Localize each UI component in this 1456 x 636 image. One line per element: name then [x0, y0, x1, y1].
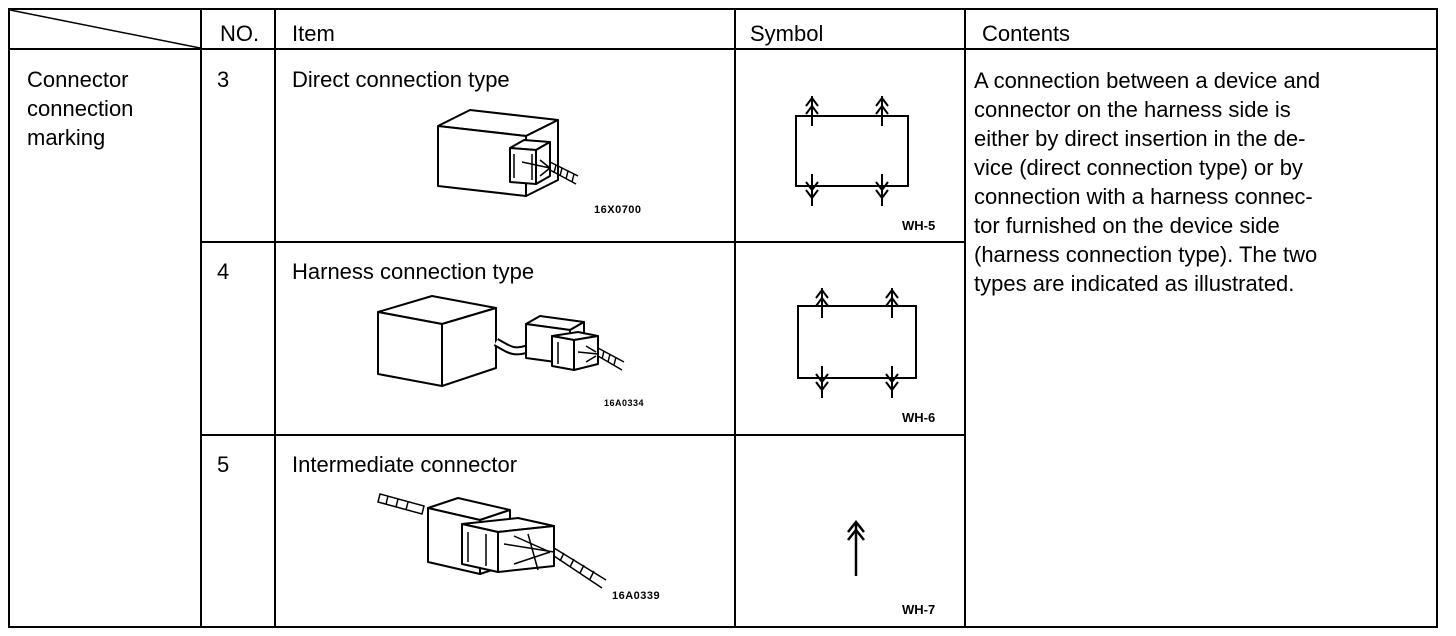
- harness-connection-symbol-icon: [797, 288, 917, 398]
- header-contents: Contents: [982, 21, 1071, 46]
- direct-connection-illustration: [437, 109, 579, 197]
- harness-connection-illustration: [377, 295, 625, 387]
- row-no: 4: [217, 259, 230, 284]
- header-bottom-rule: [8, 48, 1438, 50]
- symbol-code: WH-5: [902, 218, 936, 233]
- figure-code: 16A0334: [604, 398, 645, 408]
- contents-description: A connection between a device and connec…: [974, 68, 1321, 296]
- row-no: 5: [217, 452, 230, 477]
- figure-code: 16A0339: [612, 590, 661, 602]
- header-no: NO.: [220, 21, 260, 46]
- table-border-left: [8, 8, 10, 628]
- col-divider-symbol: [964, 8, 966, 628]
- table-border-right: [1436, 8, 1438, 628]
- col-divider-item: [734, 8, 736, 628]
- row-no: 3: [217, 67, 230, 92]
- symbol-code: WH-7: [902, 602, 936, 617]
- row-item: Harness connection type: [292, 259, 535, 284]
- connector-marking-table: NO. Item Symbol Contents Connector conne…: [8, 8, 1438, 628]
- header-symbol: Symbol: [750, 21, 824, 46]
- col-divider-category: [200, 8, 202, 628]
- intermediate-connector-symbol-icon: [847, 519, 865, 576]
- category-label: Connector connection marking: [27, 67, 134, 150]
- row-divider-3-4: [200, 241, 966, 243]
- table-border-bottom: [8, 626, 1438, 628]
- symbol-code: WH-6: [902, 410, 936, 425]
- direct-connection-symbol-icon: [795, 96, 909, 206]
- row-divider-4-5: [200, 434, 966, 436]
- col-divider-no: [274, 8, 276, 628]
- row-item: Intermediate connector: [292, 452, 518, 477]
- row-item: Direct connection type: [292, 67, 510, 92]
- header-diagonal-line: [9, 9, 201, 49]
- table-border-top: [8, 8, 1438, 10]
- intermediate-connector-illustration: [377, 493, 607, 589]
- figure-code: 16X0700: [594, 204, 642, 216]
- header-item: Item: [292, 21, 335, 46]
